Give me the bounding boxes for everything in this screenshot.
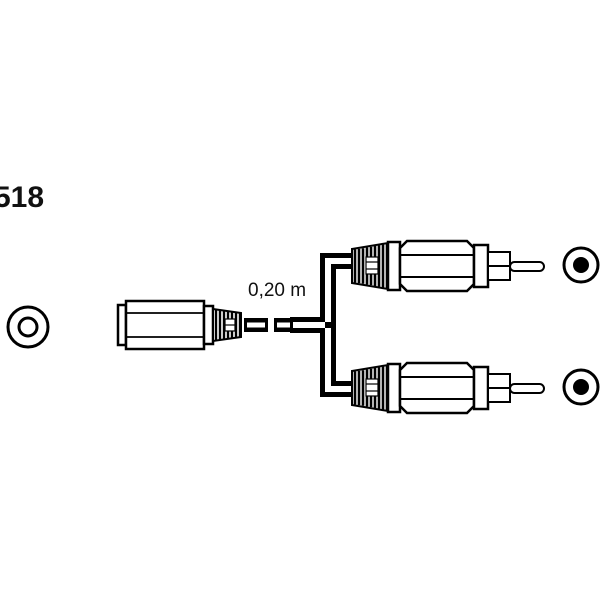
strain-relief-boot-bottom — [351, 363, 389, 413]
jack-symbol-male-top — [562, 246, 600, 284]
jack-symbol-female — [6, 305, 50, 349]
female-rca-socket — [116, 299, 298, 351]
male-rca-plug-bottom — [351, 361, 545, 415]
male-rca-plug-top — [351, 239, 545, 293]
y-splitter — [290, 253, 360, 397]
strain-relief-boot-left — [212, 307, 242, 343]
cable-length-label: 0,20 m — [248, 280, 307, 301]
strain-relief-boot-top — [351, 241, 389, 291]
jack-symbol-male-bottom — [562, 368, 600, 406]
part-number-label: 518 — [0, 181, 45, 214]
